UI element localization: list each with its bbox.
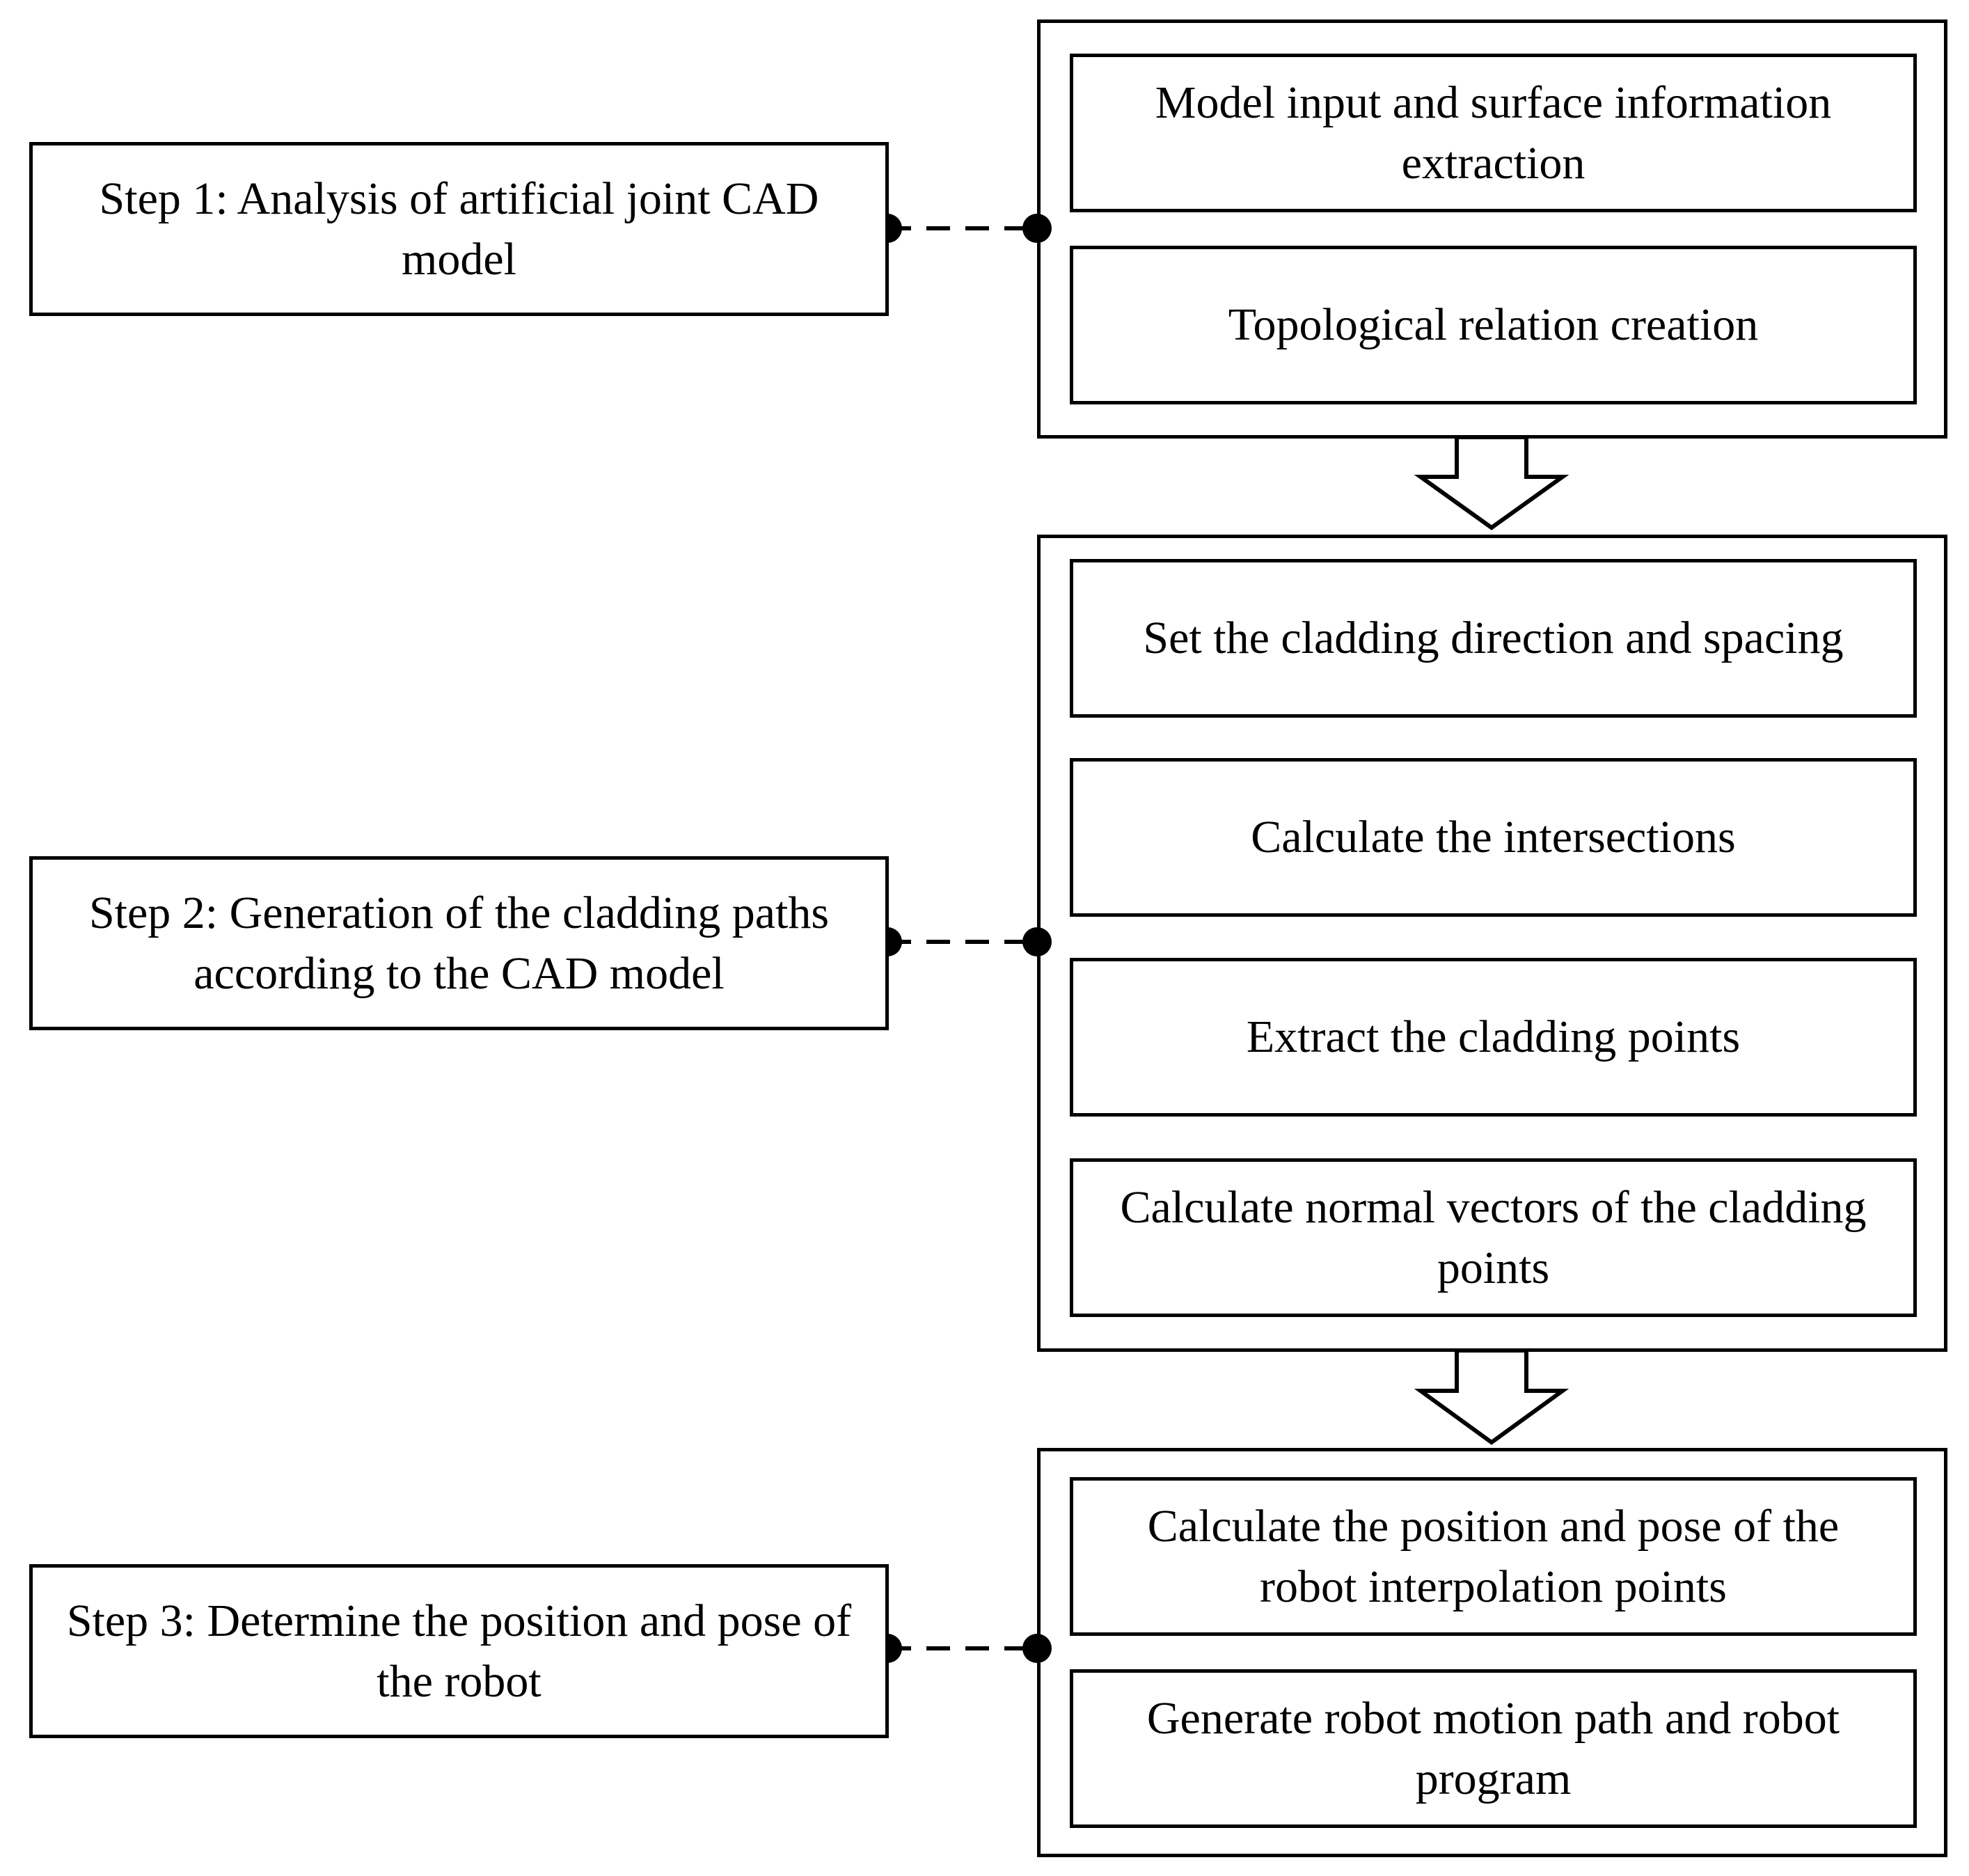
step-1-label: Step 1: Analysis of artificial joint CAD… xyxy=(99,173,819,285)
down-arrow-1 xyxy=(1414,435,1569,530)
group-3-frame xyxy=(1037,1448,1947,1857)
step-3-label: Step 3: Determine the position and pose … xyxy=(66,1595,852,1707)
group-2-item-label: Extract the cladding points xyxy=(1246,1011,1741,1063)
group-3-item: Generate robot motion path and robot pro… xyxy=(1070,1669,1917,1828)
step-2-label: Step 2: Generation of the cladding paths… xyxy=(88,887,830,999)
step-1-box: Step 1: Analysis of artificial joint CAD… xyxy=(29,142,889,316)
group-1-item-label: Model input and surface information extr… xyxy=(1155,77,1832,189)
down-arrow-2 xyxy=(1414,1348,1569,1445)
group-3-item-label: Calculate the position and pose of the r… xyxy=(1147,1500,1840,1612)
group-2-item: Set the cladding direction and spacing xyxy=(1070,559,1917,718)
group-2-item-label: Calculate the intersections xyxy=(1251,812,1736,863)
group-1-item: Model input and surface information extr… xyxy=(1070,54,1917,212)
step-3-box: Step 3: Determine the position and pose … xyxy=(29,1564,889,1738)
group-2-item-label: Set the cladding direction and spacing xyxy=(1143,613,1844,664)
step-2-box: Step 2: Generation of the cladding paths… xyxy=(29,856,889,1030)
group-1-frame xyxy=(1037,19,1947,439)
group-1-item-label: Topological relation creation xyxy=(1228,299,1759,351)
group-2-item: Calculate the intersections xyxy=(1070,758,1917,917)
group-1-item: Topological relation creation xyxy=(1070,246,1917,404)
group-2-frame xyxy=(1037,535,1947,1352)
group-3-item-label: Generate robot motion path and robot pro… xyxy=(1146,1692,1840,1804)
group-3-item: Calculate the position and pose of the r… xyxy=(1070,1477,1917,1636)
group-2-item: Calculate normal vectors of the cladding… xyxy=(1070,1158,1917,1317)
group-2-item: Extract the cladding points xyxy=(1070,958,1917,1117)
group-2-item-label: Calculate normal vectors of the cladding… xyxy=(1120,1181,1867,1293)
